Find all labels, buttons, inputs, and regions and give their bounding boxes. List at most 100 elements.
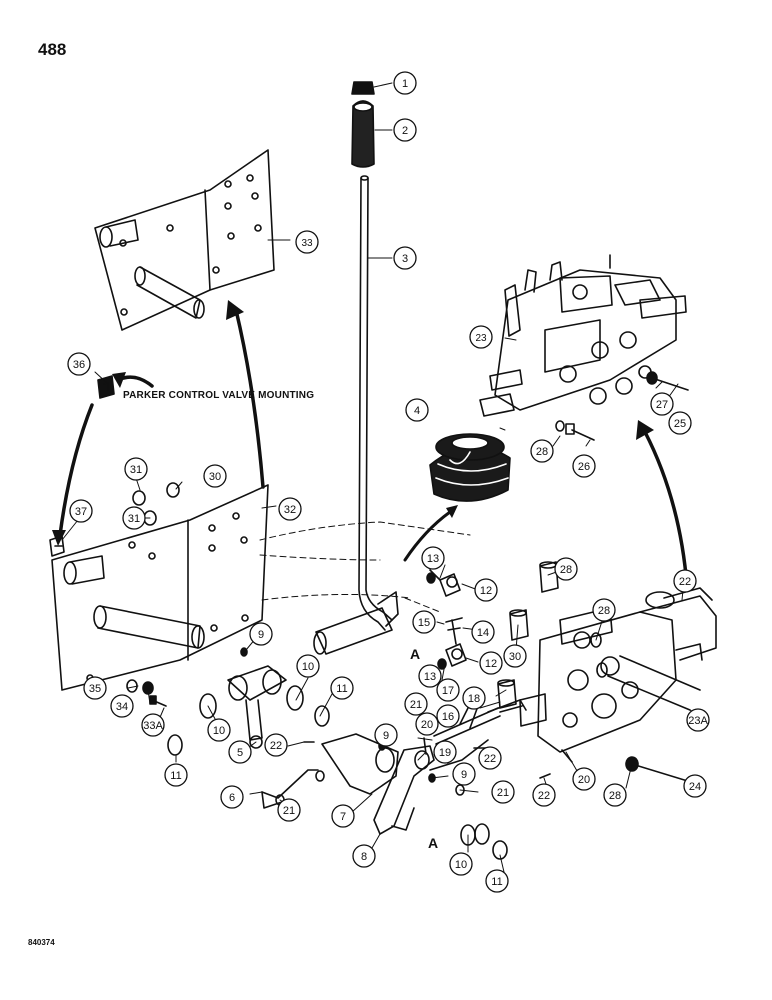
section-mark-upper: A (410, 646, 421, 662)
valve-nut-28b (590, 632, 602, 648)
ball-joint-upper (429, 569, 461, 597)
callout-24: 23A (688, 715, 708, 727)
callout-5: 5 (237, 747, 243, 759)
callout-6: 6 (229, 792, 235, 804)
valve-bolt-26 (646, 371, 689, 391)
lever-bracket (227, 665, 287, 749)
reference-lines (259, 521, 471, 613)
washer-31a (166, 482, 180, 498)
callout-19: 19 (439, 747, 451, 759)
section-mark-lower: A (428, 835, 439, 851)
lever-pivot-shaft (313, 591, 399, 655)
callout-3: 4 (414, 405, 420, 417)
callout-27: 26 (578, 461, 590, 473)
mounting-plate-33a (94, 149, 275, 331)
bracket-clip-upper (97, 375, 115, 399)
valve-washer-28a (555, 420, 565, 432)
callout-28a: 27 (656, 399, 668, 411)
callout-37b: 37 (75, 506, 87, 518)
control-lever-rod (358, 175, 393, 631)
callout-15: 15 (418, 617, 430, 629)
pin-20a (423, 737, 427, 755)
callout-22b: 22 (270, 740, 282, 752)
parker-mount-label: PARKER CONTROL VALVE MOUNTING (123, 390, 315, 401)
callout-31b: 31 (128, 513, 140, 525)
callout-10a: 10 (302, 661, 314, 673)
callout-14: 14 (477, 627, 489, 639)
callout-35: 34 (116, 701, 128, 713)
callout-28c: 28 (598, 605, 610, 617)
callout-13a: 13 (427, 553, 439, 565)
callout-10b: 10 (213, 725, 225, 737)
valve-spool-30c (497, 679, 517, 709)
callout-20b: 20 (578, 774, 590, 786)
lever-arm-8 (373, 745, 435, 835)
callout-30b: 30 (509, 651, 521, 663)
callout-28d: 28 (609, 790, 621, 802)
snap-ring-11a (314, 705, 330, 727)
callout-22a: 21 (410, 699, 422, 711)
adjusting-stud (445, 617, 463, 645)
callout-2: 1 (402, 78, 408, 90)
callout-9a: 9 (258, 629, 264, 641)
callout-20a: 20 (421, 719, 433, 731)
valve-nut-28c (596, 662, 608, 678)
callout-circles (67, 71, 710, 893)
callout-32: 31 (130, 464, 142, 476)
callout-9c: 9 (461, 769, 467, 781)
jam-nut-13a (426, 572, 436, 584)
washer-35 (142, 681, 154, 695)
ball-joint-lower (445, 643, 467, 667)
callout-11b: 11 (170, 770, 181, 782)
mounting-plate-33 (51, 484, 269, 691)
washer-10a (286, 685, 304, 711)
callout-34: 33A (143, 720, 163, 732)
washer-21a (315, 770, 325, 782)
bolt-34 (149, 695, 167, 707)
valve-bolt-27 (565, 423, 595, 441)
lever-grip (351, 100, 375, 168)
boot-arrow (403, 510, 452, 562)
washer-10d (474, 823, 490, 845)
callout-13b: 13 (424, 671, 436, 683)
callout-11c: 11 (491, 876, 502, 888)
snap-ring-11c (492, 840, 508, 860)
snap-ring-11b (167, 734, 183, 756)
callout-16: 16 (442, 711, 454, 723)
lever-boot (429, 433, 511, 502)
callout-9b: 9 (383, 730, 389, 742)
callout-30a: 28 (560, 564, 572, 576)
callout-23: 22 (679, 576, 691, 588)
callout-33a: 33 (301, 238, 313, 249)
drawing-code: 840374 (28, 938, 55, 947)
control-valve-body (499, 587, 717, 753)
callout-21a: 21 (283, 805, 295, 817)
nut-32 (132, 490, 146, 506)
callout-37a: 36 (73, 359, 85, 371)
callout-8: 8 (361, 851, 367, 863)
callout-23a: 23 (475, 333, 487, 344)
callout-22c: 22 (484, 753, 496, 765)
callout-10c: 10 (455, 859, 467, 871)
valve-spool-30b (509, 609, 529, 641)
callout-4: 3 (402, 253, 408, 265)
callout-12b: 12 (485, 658, 497, 670)
callout-21b: 21 (497, 787, 509, 799)
clevis-18 (487, 699, 527, 713)
lever-knob-cap (351, 81, 375, 95)
washer-10b (199, 693, 217, 719)
parker-control-valve (479, 254, 687, 417)
callout-33: 32 (284, 504, 296, 516)
leader-lines (61, 82, 707, 873)
link-rod (261, 769, 319, 809)
callout-31a: 30 (209, 471, 221, 483)
callout-28b: 28 (536, 446, 548, 458)
callout-17: 17 (442, 685, 454, 697)
page-number: 488 (38, 40, 67, 59)
callout-1: 2 (402, 125, 408, 137)
callout-22d: 22 (538, 790, 550, 802)
callout-18: 18 (468, 693, 480, 705)
callout-11a: 11 (336, 683, 347, 695)
link-bar-19 (429, 739, 489, 771)
